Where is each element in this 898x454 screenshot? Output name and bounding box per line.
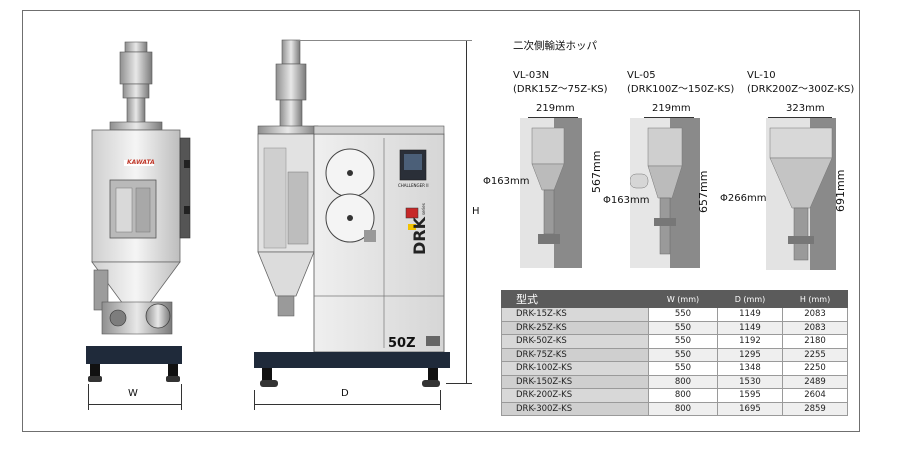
- cell-d: 1530: [716, 374, 784, 389]
- hopper-2-drawing: [630, 118, 700, 268]
- cell-d: 1348: [716, 361, 784, 376]
- hopper-2-model: VL-05: [627, 70, 656, 81]
- cell-h: 2255: [782, 347, 848, 362]
- cell-model: DRK-25Z-KS: [500, 320, 650, 335]
- cell-model: DRK-50Z-KS: [500, 334, 650, 349]
- model-logo: DRK series: [410, 203, 429, 255]
- cell-h: 2859: [782, 401, 848, 416]
- cell-h: 2604: [782, 388, 848, 403]
- hopper-1-drawing: [520, 118, 582, 268]
- hopper-section-title: 二次側輸送ホッパ: [513, 40, 597, 52]
- spec-table-header: 型式 W (mm) D (mm) H (mm): [500, 290, 848, 308]
- hopper-2-width-line: [644, 117, 694, 118]
- table-row: DRK-15Z-KS 550 1149 2083: [500, 307, 848, 322]
- controller-label: CHALLENGER II: [398, 183, 429, 188]
- cell-h: 2250: [782, 361, 848, 376]
- side-view-drawing: [254, 39, 450, 387]
- hopper-1-inlet: Φ163mm: [483, 176, 530, 187]
- cell-h: 2180: [782, 334, 848, 349]
- table-row: DRK-75Z-KS 550 1295 2255: [500, 347, 848, 362]
- w-dimension-label: W: [128, 388, 138, 399]
- brand-logo: KAWATA: [127, 159, 155, 166]
- d-dimension-line: [254, 404, 441, 405]
- cell-model: DRK-200Z-KS: [500, 388, 650, 403]
- hopper-2-inlet: Φ163mm: [603, 195, 650, 206]
- cell-d: 1295: [716, 347, 784, 362]
- cell-model: DRK-300Z-KS: [500, 401, 650, 416]
- table-row: DRK-200Z-KS 800 1595 2604: [500, 388, 848, 403]
- cell-d: 1149: [716, 307, 784, 322]
- cell-h: 2083: [782, 320, 848, 335]
- header-model: 型式: [500, 290, 650, 308]
- hopper-3-height: 691mm: [834, 169, 847, 212]
- cell-w: 800: [648, 401, 718, 416]
- model-logo-sub: series: [421, 203, 426, 215]
- hopper-1-model: VL-03N: [513, 70, 550, 81]
- header-d: D (mm): [716, 290, 784, 308]
- table-row: DRK-150Z-KS 800 1530 2489: [500, 374, 848, 389]
- d-dimension-tick-left: [254, 390, 255, 410]
- hopper-3-width-line: [768, 117, 832, 118]
- w-dimension-tick-left: [88, 384, 89, 410]
- header-w: W (mm): [648, 290, 718, 308]
- cell-d: 1595: [716, 388, 784, 403]
- hopper-2-range: (DRK100Z～150Z-KS): [627, 84, 735, 95]
- cell-d: 1192: [716, 334, 784, 349]
- spec-table: 型式 W (mm) D (mm) H (mm) DRK-15Z-KS 550 1…: [500, 290, 848, 416]
- table-row: DRK-300Z-KS 800 1695 2859: [500, 401, 848, 416]
- hopper-1-width: 219mm: [536, 103, 575, 114]
- h-dimension-tick-bottom: [446, 383, 472, 384]
- hopper-2-height: 657mm: [697, 170, 710, 213]
- h-dimension-line: [466, 40, 467, 384]
- hopper-3-inlet: Φ266mm: [720, 193, 767, 204]
- cell-model: DRK-100Z-KS: [500, 361, 650, 376]
- cell-w: 800: [648, 388, 718, 403]
- w-dimension-line: [88, 404, 182, 405]
- hopper-3-range: (DRK200Z～300Z-KS): [747, 84, 855, 95]
- cell-d: 1149: [716, 320, 784, 335]
- hopper-3-model: VL-10: [747, 70, 776, 81]
- h-dimension-tick-top: [296, 40, 472, 41]
- d-dimension-tick-right: [440, 390, 441, 410]
- hopper-1-width-line: [528, 117, 578, 118]
- cell-model: DRK-150Z-KS: [500, 374, 650, 389]
- d-dimension-label: D: [341, 388, 349, 399]
- cell-w: 550: [648, 361, 718, 376]
- cell-w: 550: [648, 307, 718, 322]
- cell-w: 550: [648, 320, 718, 335]
- cell-model: DRK-15Z-KS: [500, 307, 650, 322]
- table-row: DRK-25Z-KS 550 1149 2083: [500, 320, 848, 335]
- w-dimension-tick-right: [181, 384, 182, 410]
- front-view-drawing: [86, 41, 191, 382]
- cell-w: 550: [648, 334, 718, 349]
- cell-w: 550: [648, 347, 718, 362]
- cell-w: 800: [648, 374, 718, 389]
- hopper-1-range: (DRK15Z～75Z-KS): [513, 84, 608, 95]
- table-row: DRK-50Z-KS 550 1192 2180: [500, 334, 848, 349]
- model-badge: 50Z: [388, 336, 416, 351]
- h-dimension-label: H: [472, 206, 480, 217]
- hopper-2-width: 219mm: [652, 103, 691, 114]
- cell-h: 2489: [782, 374, 848, 389]
- table-row: DRK-100Z-KS 550 1348 2250: [500, 361, 848, 376]
- header-h: H (mm): [782, 290, 848, 308]
- cell-model: DRK-75Z-KS: [500, 347, 650, 362]
- hopper-3-width: 323mm: [786, 103, 825, 114]
- hopper-3-drawing: [766, 118, 836, 270]
- model-logo-text: DRK: [410, 217, 429, 255]
- cell-h: 2083: [782, 307, 848, 322]
- cell-d: 1695: [716, 401, 784, 416]
- hopper-1-height: 567mm: [590, 150, 603, 193]
